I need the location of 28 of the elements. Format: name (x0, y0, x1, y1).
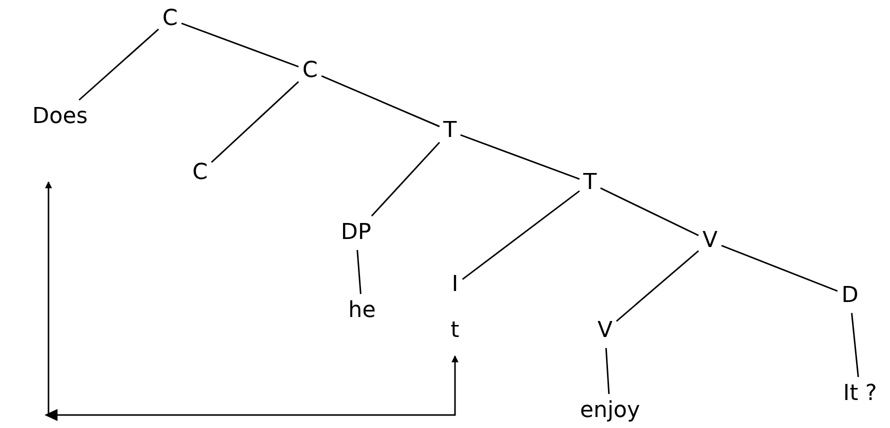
tree-branch (605, 348, 610, 394)
tree-branch (356, 250, 362, 294)
tree-node-label: D (842, 283, 858, 309)
tree-node-label: enjoy (580, 398, 640, 424)
tree-branch (600, 187, 699, 236)
tree-branch (460, 134, 580, 180)
tree-node-label: C (192, 160, 208, 186)
tree-branch (321, 75, 440, 128)
tree-node-label: V (702, 228, 718, 254)
tree-node-label: Does (32, 104, 88, 130)
tree-branch (78, 28, 159, 101)
tree-node-label: C (302, 58, 318, 84)
tree-node-label: t (450, 318, 460, 344)
tree-branch (371, 142, 440, 216)
tree-branch (181, 22, 299, 68)
tree-node-label: It ? (843, 381, 877, 407)
tree-branch (462, 190, 580, 280)
tree-branch (850, 312, 860, 378)
tree-branch (721, 244, 838, 292)
tree-node-label: C (162, 6, 178, 32)
tree-branch (616, 250, 699, 322)
tree-node-label: I (452, 272, 458, 298)
tree-node-label: T (583, 170, 597, 196)
tree-node-label: T (443, 118, 457, 144)
tree-node-label: V (597, 318, 613, 344)
tree-node-label: DP (340, 220, 372, 246)
tree-node-label: he (348, 298, 376, 324)
tree-branch (211, 81, 299, 163)
